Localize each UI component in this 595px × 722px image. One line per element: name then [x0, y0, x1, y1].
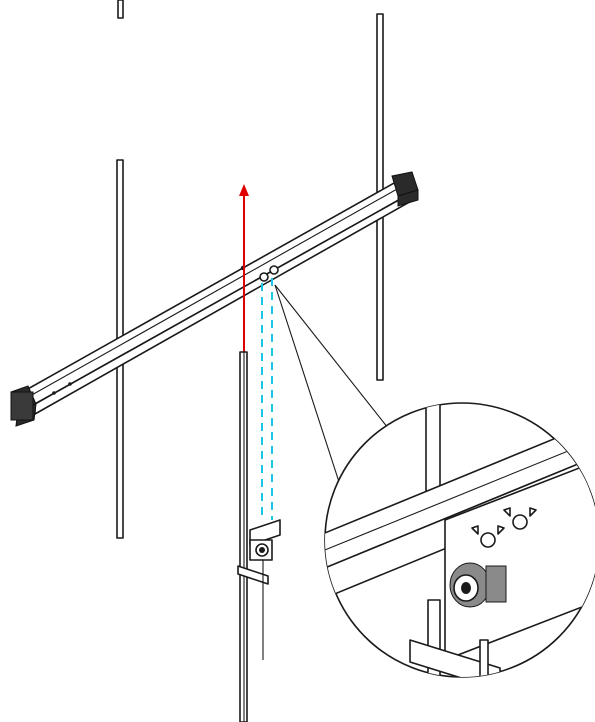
top-element-stub: [117, 0, 124, 19]
callout-leader: [274, 284, 389, 486]
right-end-cap: [391, 171, 419, 207]
left-end-cap: [10, 385, 37, 427]
mounting-bracket: [237, 519, 281, 660]
alignment-guide: [261, 278, 273, 520]
insert-arrow: [239, 184, 249, 380]
mast: [239, 351, 248, 722]
detail-magnifier: [324, 402, 595, 678]
boom-hole: [52, 391, 56, 395]
boom: [25, 177, 414, 415]
wing-nut: [259, 265, 279, 282]
boom-hole: [68, 382, 72, 386]
connector: [449, 562, 507, 608]
